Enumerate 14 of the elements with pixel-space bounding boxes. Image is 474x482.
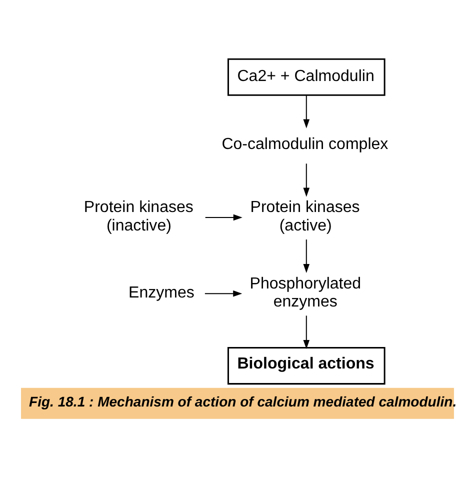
node-text: Co-calmodulin complex — [221, 135, 388, 154]
caption: Fig. 18.1 : Mechanism of action of calcium mediated calmodulin. — [28, 394, 456, 410]
node-box: Ca2+ + Calmodulin — [226, 58, 385, 96]
node-box: Biological actions — [226, 346, 385, 385]
node-text: Protein kinases (inactive) — [83, 198, 193, 234]
arrow — [204, 214, 242, 221]
arrow — [204, 290, 242, 297]
arrow — [302, 95, 310, 128]
node-text: Phosphorylated enzymes — [249, 274, 361, 310]
arrow — [302, 163, 310, 197]
arrow — [302, 315, 310, 350]
node-text: Protein kinases (active) — [250, 198, 360, 234]
arrow — [302, 239, 310, 274]
node-text: Enzymes — [128, 283, 194, 302]
